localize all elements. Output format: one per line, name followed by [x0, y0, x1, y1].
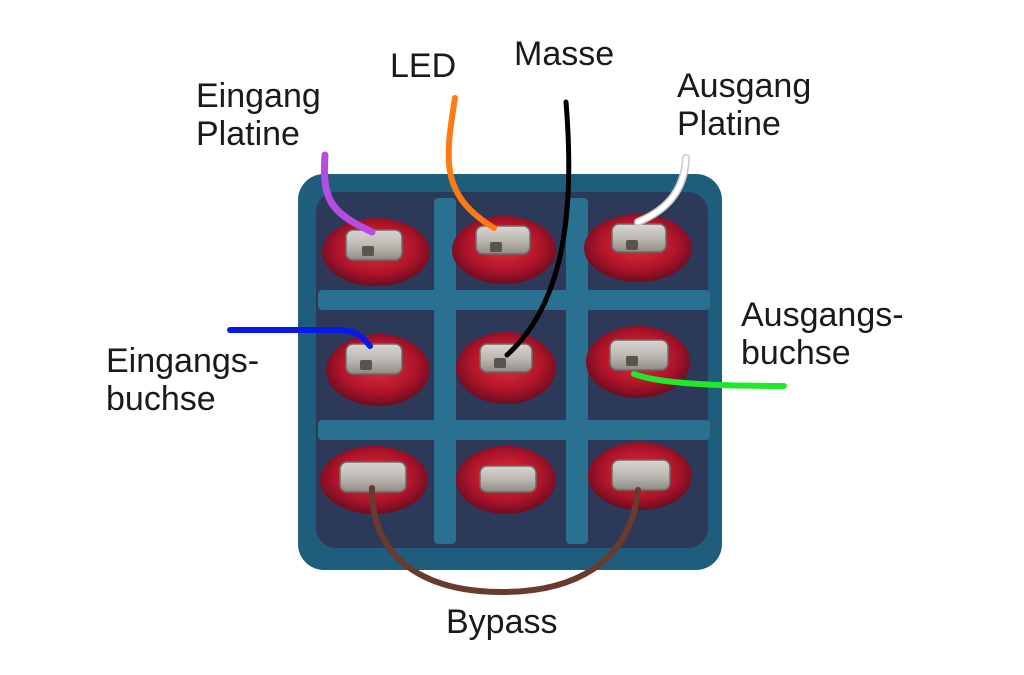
board-grid — [318, 198, 710, 544]
label-input-board-line1: Eingang — [196, 77, 321, 115]
pin-output-board — [611, 223, 667, 253]
switch-pins — [339, 223, 671, 493]
label-bypass: Bypass — [446, 603, 558, 641]
label-output-jack-line1: Ausgangs- — [741, 296, 904, 334]
pin-output-jack — [609, 339, 669, 371]
pin-middle-bottom — [479, 465, 537, 493]
label-output-board: Ausgang Platine — [677, 67, 811, 143]
pin-input-jack — [345, 343, 403, 375]
label-input-board-line2: Platine — [196, 115, 300, 153]
label-led: LED — [390, 47, 457, 85]
pin-led — [475, 225, 531, 255]
pin-slots — [360, 240, 638, 370]
label-input-board: Eingang Platine — [196, 77, 321, 153]
label-output-jack: Ausgangs- buchse — [741, 296, 904, 372]
label-input-jack: Eingangs- buchse — [106, 342, 259, 418]
label-input-jack-line2: buchse — [106, 380, 216, 418]
label-input-jack-line1: Eingangs- — [106, 342, 260, 380]
wire-bypass — [369, 485, 641, 596]
wire-output-board — [635, 155, 689, 225]
pin-ground — [479, 343, 533, 373]
wire-input-jack — [227, 327, 373, 349]
wire-ground — [504, 99, 572, 358]
label-output-jack-line2: buchse — [741, 334, 851, 372]
label-ground: Masse — [514, 35, 615, 73]
wire-output-jack — [631, 371, 787, 389]
wire-led — [445, 95, 497, 231]
label-output-board-line2: Platine — [677, 105, 781, 143]
wire-input-board — [320, 151, 376, 236]
label-output-board-line1: Ausgang — [677, 67, 812, 105]
pin-bypass-right — [611, 459, 671, 491]
